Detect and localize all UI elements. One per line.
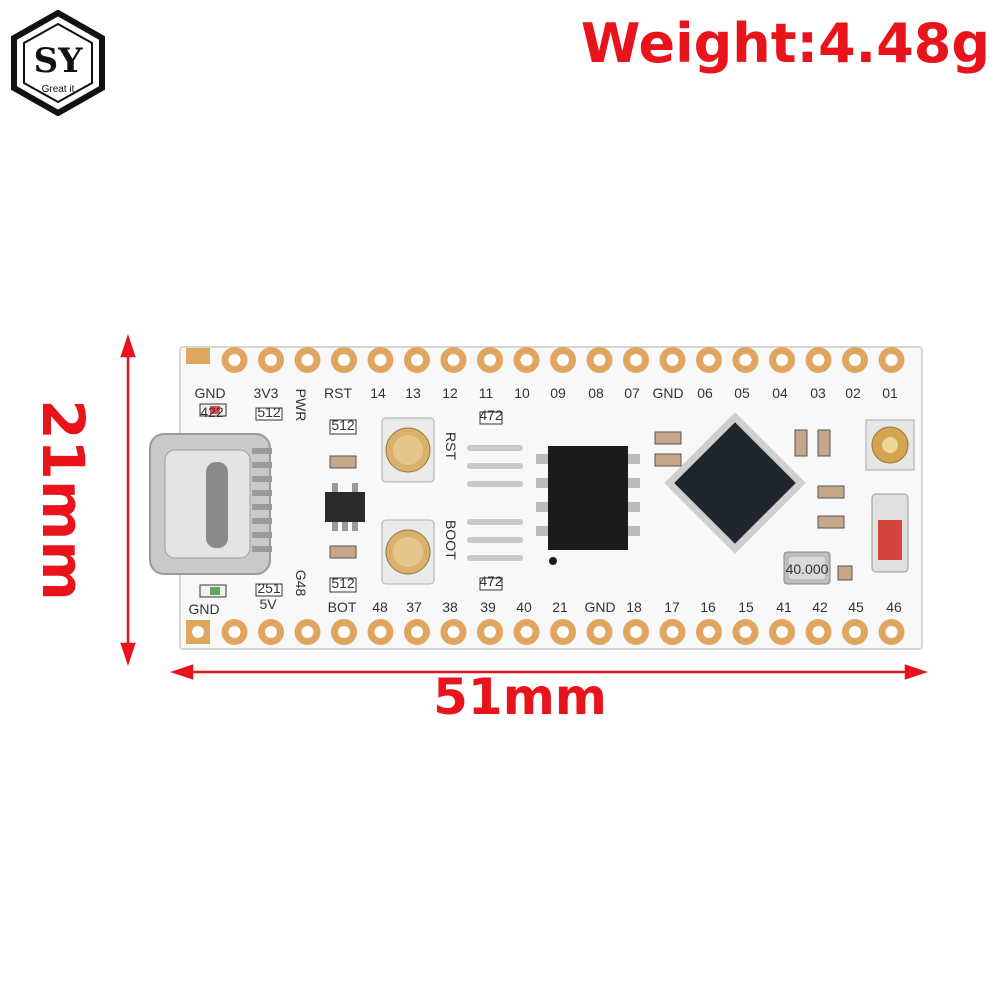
resistor-code: 472: [479, 573, 503, 589]
power-led-group: [199, 403, 283, 598]
bottom-pin-label: GND: [188, 601, 219, 617]
resistor-code: 512: [331, 417, 355, 433]
top-pin-label: 3V3: [254, 385, 279, 401]
top-pad: [186, 348, 210, 364]
boot-button-label: BOOT: [443, 520, 459, 560]
top-pin-label: 10: [514, 385, 530, 401]
bottom-pin-label: 16: [700, 599, 716, 615]
capacitor-group: [654, 429, 853, 581]
crystal-marking: 40.000: [786, 561, 829, 577]
bottom-pin-label: 48: [372, 599, 388, 615]
voltage-regulator: [325, 483, 365, 531]
pcb-trace-pattern: [467, 445, 523, 561]
bottom-pin-label: 21: [552, 599, 568, 615]
flash-memory-chip: [536, 446, 640, 565]
top-pin-label: 03: [810, 385, 826, 401]
bottom-pin-label: 15: [738, 599, 754, 615]
bottom-pin-label: 41: [776, 599, 792, 615]
rst-button-label: RST: [443, 432, 459, 460]
resistor-code: 512: [257, 404, 281, 420]
boot-button: [381, 519, 435, 585]
bottom-pin-label: 40: [516, 599, 532, 615]
ipex-antenna-connector: [865, 419, 915, 471]
dimension-arrows: [120, 334, 928, 680]
height-label: 21mm: [29, 399, 97, 601]
top-pin-label: 02: [845, 385, 861, 401]
bottom-pin-label: 17: [664, 599, 680, 615]
top-pin-label: 04: [772, 385, 788, 401]
bottom-pin-label: 5V: [259, 596, 277, 612]
bottom-pin-label: 39: [480, 599, 496, 615]
resistor-code: 512: [331, 575, 355, 591]
brand-tagline: Great it: [42, 84, 75, 95]
top-pin-header: [186, 347, 905, 373]
bottom-pin-label: BOT: [328, 599, 357, 615]
esp32-s3-chip: [664, 412, 806, 554]
resistor-group-left: [329, 419, 357, 593]
bottom-pin-label: 37: [406, 599, 422, 615]
top-pin-label: 06: [697, 385, 713, 401]
top-pin-label: 08: [588, 385, 604, 401]
brand-monogram: SY: [34, 41, 84, 81]
brand-logo: SY Great it: [11, 10, 105, 116]
top-pin-label: 14: [370, 385, 386, 401]
chip-antenna: [871, 493, 909, 573]
resistor-code: 251: [257, 580, 281, 596]
bottom-pin-label: G48: [293, 570, 309, 597]
top-pin-label: 12: [442, 385, 458, 401]
top-pin-label: 05: [734, 385, 750, 401]
bottom-pin-label: 42: [812, 599, 828, 615]
top-pin-label: 13: [405, 385, 421, 401]
height-dimension: 21mm: [18, 390, 108, 610]
width-label: 51mm: [433, 668, 607, 726]
bottom-pin-label: 45: [848, 599, 864, 615]
top-pin-label: 07: [624, 385, 640, 401]
resistor-code: 422: [200, 404, 224, 420]
top-pin-label: 01: [882, 385, 898, 401]
top-pin-label: GND: [652, 385, 683, 401]
bottom-pin-label: 18: [626, 599, 642, 615]
bottom-pin-label: 38: [442, 599, 458, 615]
top-pin-label: RST: [324, 385, 352, 401]
bottom-pin-header: [186, 619, 905, 645]
usb-c-connector: [149, 433, 272, 575]
top-pin-label: PWR: [293, 389, 309, 422]
top-pin-label: GND: [194, 385, 225, 401]
rst-button: [381, 417, 435, 483]
top-pin-label: 09: [550, 385, 566, 401]
crystal-oscillator: [783, 551, 831, 585]
bottom-pin-label: 46: [886, 599, 902, 615]
top-pin-label: 11: [479, 385, 494, 401]
resistor-code: 472: [479, 407, 503, 423]
bottom-pin-label: GND: [584, 599, 615, 615]
weight-label: Weight:4.48g: [580, 12, 990, 75]
